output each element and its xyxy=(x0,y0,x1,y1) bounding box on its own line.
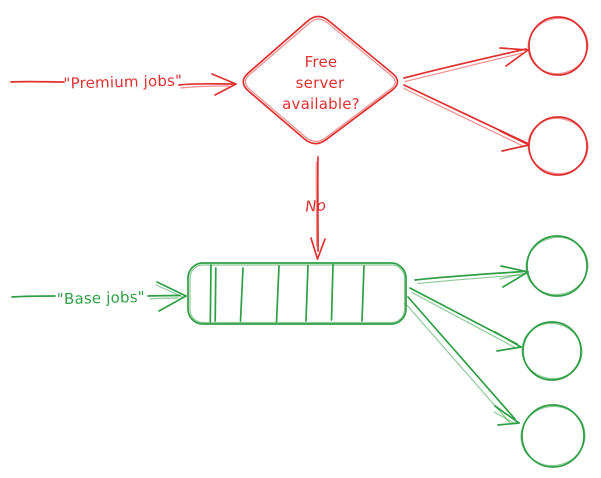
arrow-shaft xyxy=(147,294,181,297)
arrow-shaft xyxy=(407,296,516,420)
premium-to-server1-arrow xyxy=(403,47,529,83)
queue-node xyxy=(187,262,407,325)
arrowhead-icon xyxy=(502,271,529,288)
premium-to-server2-arrow xyxy=(403,84,530,152)
arrow-shaft xyxy=(403,48,527,79)
no-branch-arrow xyxy=(310,156,326,260)
base-input-label: "Base jobs" xyxy=(57,288,145,308)
queue-divider xyxy=(214,267,217,322)
decision-diamond-node xyxy=(242,15,399,145)
premium-input-label: "Premium jobs" xyxy=(63,71,182,92)
arrowhead-icon xyxy=(499,130,530,146)
arrowhead-icon xyxy=(156,281,187,297)
arrowhead-icon xyxy=(211,73,237,85)
arrowhead-icon xyxy=(501,144,530,152)
queue-outline xyxy=(187,262,407,325)
sketch-echo xyxy=(403,87,525,148)
sketch-echo xyxy=(527,17,589,75)
premium-server-1-node xyxy=(527,16,589,76)
sketch-echo xyxy=(525,236,589,296)
server-circle xyxy=(522,321,582,381)
arrowhead-icon xyxy=(505,49,529,67)
sketch-echo xyxy=(189,264,406,324)
decision-label-line3: available? xyxy=(282,95,360,113)
queue-divider xyxy=(209,264,212,323)
queue-divider xyxy=(330,263,334,321)
sketch-echo xyxy=(155,284,184,298)
sketch-echo xyxy=(527,117,589,175)
premium-input-arrow xyxy=(10,73,237,96)
server-circle xyxy=(528,16,588,76)
queue-divider xyxy=(239,267,244,322)
arrowhead-icon xyxy=(499,47,529,51)
sketch-echo xyxy=(521,322,583,380)
arrow-shaft xyxy=(414,270,524,281)
premium-flow-group: "Premium jobs" Free server available? No xyxy=(10,15,589,260)
queue-dividers xyxy=(209,263,365,323)
arrowhead-icon xyxy=(494,405,520,424)
arrowhead-icon xyxy=(214,83,237,96)
server-circle xyxy=(526,235,588,297)
arrowhead-icon xyxy=(316,238,326,260)
queue-divider xyxy=(361,265,365,322)
arrowhead-icon xyxy=(158,295,187,312)
diamond-outline xyxy=(242,15,399,145)
base-to-server3-arrow xyxy=(404,296,520,426)
arrowhead-icon xyxy=(310,237,319,260)
premium-flow-labels: "Premium jobs" Free server available? No xyxy=(63,53,360,216)
base-flow-labels: "Base jobs" xyxy=(57,288,145,308)
decision-label-line2: server xyxy=(296,74,345,92)
sketch-echo xyxy=(417,274,521,285)
queue-divider xyxy=(275,265,280,323)
base-input-arrow xyxy=(11,281,187,312)
base-server-2-node xyxy=(521,321,583,381)
arrow-shaft xyxy=(11,295,56,298)
sketch-echo xyxy=(520,405,586,467)
server-circle xyxy=(528,116,588,176)
base-server-1-node xyxy=(525,235,589,297)
base-to-server1-arrow xyxy=(414,265,529,288)
decision-label-line1: Free xyxy=(305,53,338,71)
arrowhead-icon xyxy=(494,331,522,348)
sketch-echo xyxy=(411,291,515,348)
base-server-3-node xyxy=(520,404,586,468)
sketch-echo xyxy=(149,297,179,300)
no-branch-label: No xyxy=(305,196,327,215)
base-to-server2-arrow xyxy=(409,287,522,352)
premium-server-2-node xyxy=(527,116,589,176)
sketch-echo xyxy=(244,18,396,142)
sketch-echo xyxy=(404,302,512,425)
arrowhead-icon xyxy=(496,346,522,352)
arrowhead-icon xyxy=(500,265,529,273)
sketch-echo xyxy=(404,52,524,83)
sketch-echo xyxy=(499,272,526,280)
arrow-shaft xyxy=(178,82,234,86)
base-flow-group: "Base jobs" xyxy=(11,235,589,468)
server-circle xyxy=(521,404,585,468)
queue-divider xyxy=(305,264,309,322)
sketch-echo xyxy=(493,411,517,425)
sketch-echo xyxy=(180,85,230,89)
